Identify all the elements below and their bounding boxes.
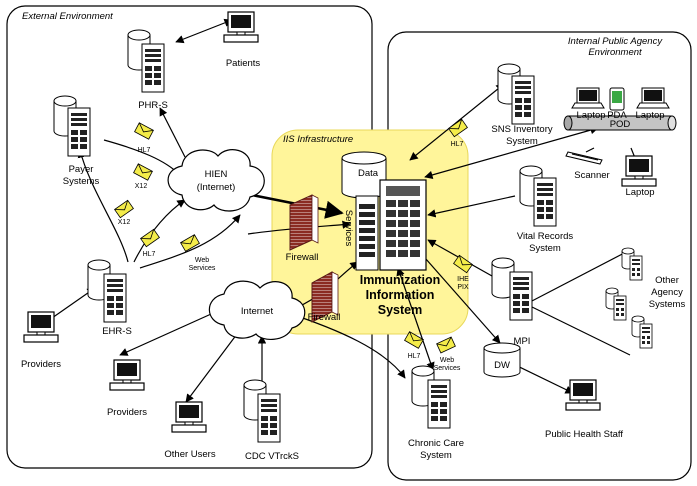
- payer-systems-server: [53, 95, 91, 157]
- vital-records-label-2: System: [529, 243, 561, 254]
- message-x12-2: X12: [118, 219, 131, 226]
- message-x12-1: X12: [135, 183, 148, 190]
- cdc-vtrcks-label: CDC VTrckS: [245, 451, 299, 462]
- message-hl7-1: HL7: [138, 147, 151, 154]
- chronic-care-label-2: System: [420, 450, 452, 461]
- laptop-2: [636, 87, 670, 109]
- dw-store: [483, 342, 521, 378]
- internal-agency-label-2: Environment: [588, 47, 642, 58]
- iis-main-server: [379, 179, 427, 271]
- iis-title-3: System: [378, 303, 422, 317]
- payer-systems-label-1: Payer: [69, 164, 94, 175]
- vital-records-server: [519, 165, 557, 227]
- hien-cloud: [167, 149, 265, 212]
- message-ihe-1: IHE: [457, 276, 469, 283]
- public-health-workstation: [565, 379, 601, 411]
- envelope-icon: [133, 163, 153, 181]
- scanner-device: [565, 151, 603, 165]
- envelope-icon: [134, 122, 154, 140]
- message-web-services-3: Web: [440, 357, 454, 364]
- laptop-2-label: Laptop: [635, 110, 664, 121]
- iis-title-2: Information: [366, 288, 435, 302]
- phr-s-label: PHR-S: [138, 100, 168, 111]
- iis-title-1: Immunization: [360, 273, 441, 287]
- ehr-s-label: EHR-S: [102, 326, 132, 337]
- sns-inventory-server: [497, 63, 535, 125]
- other-users-workstation: [171, 401, 207, 433]
- providers-left-label: Providers: [21, 359, 61, 370]
- dw-label: DW: [494, 360, 510, 371]
- laptop-3-workstation: [621, 155, 657, 187]
- public-health-label: Public Health Staff: [545, 429, 623, 440]
- message-hl7-cc: HL7: [408, 353, 421, 360]
- message-web-services-4: Services: [434, 365, 461, 372]
- envelope-icon: [180, 234, 200, 252]
- envelope-icon: [436, 336, 456, 354]
- sns-inventory-label-2: System: [506, 136, 538, 147]
- firewall-top-label: Firewall: [286, 252, 319, 263]
- cdc-vtrcks-server: [243, 379, 281, 443]
- providers-bottom-workstation: [109, 359, 145, 391]
- other-agency-label-3: Systems: [649, 299, 686, 310]
- message-web-services-2: Services: [189, 265, 216, 272]
- pda-device: [609, 87, 625, 111]
- mpi-server: [491, 257, 533, 321]
- services-rack: [355, 195, 379, 271]
- payer-systems-label-2: Systems: [63, 176, 100, 187]
- laptop-3-label: Laptop: [625, 187, 654, 198]
- chronic-care-label-1: Chronic Care: [408, 438, 464, 449]
- other-agency-systems-cluster: [605, 247, 653, 349]
- other-agency-label-2: Agency: [651, 287, 683, 298]
- other-agency-label-1: Other: [655, 275, 679, 286]
- phr-s-server: [127, 29, 165, 93]
- patients-label: Patients: [226, 58, 261, 69]
- scanner-label: Scanner: [574, 170, 609, 181]
- message-ihe-2: PIX: [457, 284, 469, 291]
- vital-records-label-1: Vital Records: [517, 231, 574, 242]
- firewall-bottom-label: Firewall: [308, 312, 341, 323]
- providers-left-workstation: [23, 311, 59, 343]
- services-label: Services: [343, 210, 354, 247]
- message-hl7-sns: HL7: [451, 141, 464, 148]
- pod-label: POD: [610, 119, 631, 130]
- ehr-s-server: [87, 259, 127, 323]
- message-web-services-1: Web: [195, 257, 209, 264]
- message-hl7-2: HL7: [143, 251, 156, 258]
- laptop-1-label: Laptop: [576, 110, 605, 121]
- iis-infrastructure-label: IIS Infrastructure: [283, 134, 353, 145]
- internet-cloud: [208, 280, 306, 340]
- data-label: Data: [358, 168, 379, 179]
- sns-inventory-label-1: SNS Inventory: [491, 124, 552, 135]
- envelope-icon: [114, 199, 134, 219]
- pod-bar: [563, 115, 677, 131]
- hien-label-2: (Internet): [197, 182, 236, 193]
- pda-label: PDA: [607, 110, 627, 121]
- internal-agency-label-1: Internal Public Agency: [568, 36, 663, 47]
- mpi-label: MPI: [514, 336, 531, 347]
- internet-label: Internet: [241, 306, 274, 317]
- providers-bottom-label: Providers: [107, 407, 147, 418]
- other-users-label: Other Users: [164, 449, 215, 460]
- external-environment-label: External Environment: [22, 11, 113, 22]
- laptop-1: [571, 87, 605, 109]
- patients-workstation: [223, 11, 259, 43]
- chronic-care-server: [411, 365, 451, 429]
- hien-label-1: HIEN: [205, 169, 228, 180]
- firewall-top: [289, 194, 313, 251]
